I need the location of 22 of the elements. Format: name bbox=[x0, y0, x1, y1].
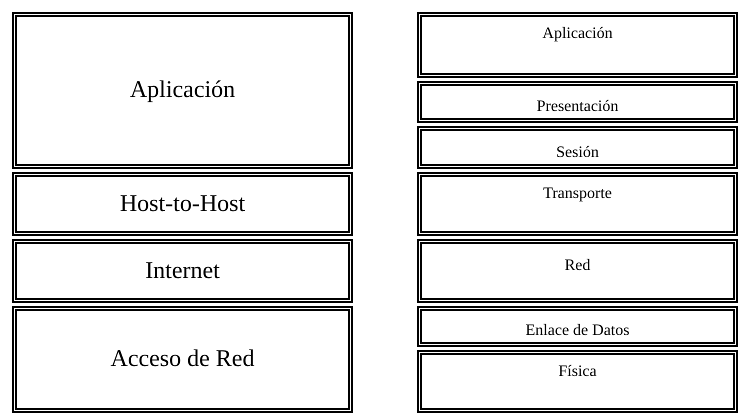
layer-box bbox=[12, 239, 353, 303]
layer-box bbox=[417, 172, 738, 236]
layer-label: Enlace de Datos bbox=[526, 322, 630, 340]
layer-box bbox=[417, 239, 738, 303]
layer-label: Aplicación bbox=[542, 25, 613, 43]
layer-label: Internet bbox=[145, 258, 220, 284]
layer-box bbox=[417, 306, 738, 347]
layer-box bbox=[417, 81, 738, 123]
layer-box bbox=[12, 172, 353, 236]
layer-box bbox=[417, 126, 738, 169]
layer-label: Acceso de Red bbox=[110, 346, 254, 373]
layer-label: Presentación bbox=[536, 98, 618, 116]
layer-box bbox=[417, 350, 738, 413]
layer-box bbox=[12, 12, 353, 169]
layer-box bbox=[12, 306, 353, 413]
layer-box bbox=[417, 12, 738, 78]
layer-label: Física bbox=[558, 363, 597, 381]
layer-label: Red bbox=[564, 257, 590, 275]
layer-label: Sesión bbox=[556, 144, 599, 162]
layer-label: Transporte bbox=[543, 185, 612, 203]
layer-label: Aplicación bbox=[130, 77, 236, 104]
layer-label: Host-to-Host bbox=[120, 190, 246, 218]
